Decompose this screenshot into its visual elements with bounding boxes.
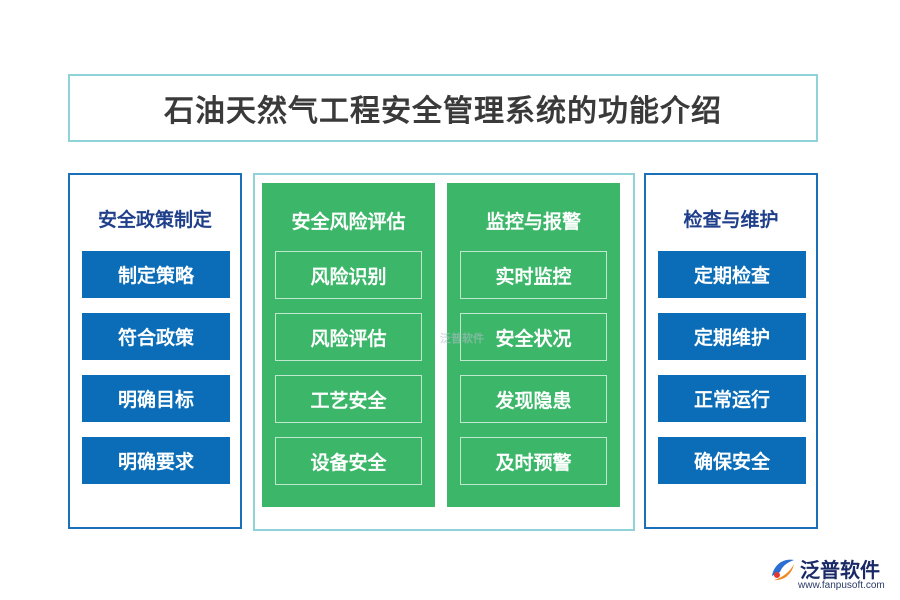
policy-item: 符合政策 — [82, 313, 230, 360]
column-title: 监控与报警 — [485, 211, 581, 233]
panel-title: 检查与维护 — [683, 209, 779, 231]
diagram-title: 石油天然气工程安全管理系统的功能介绍 — [164, 94, 722, 129]
center-panel: 安全风险评估 风险识别 风险评估 工艺安全 设备安全 监控与报警 实时监控 安全… — [253, 173, 635, 531]
risk-item: 风险识别 — [275, 251, 422, 299]
column-title: 安全风险评估 — [291, 211, 406, 233]
title-box: 石油天然气工程安全管理系统的功能介绍 — [68, 74, 818, 142]
fanpu-logo-icon — [772, 559, 794, 581]
maintenance-item: 定期维护 — [658, 313, 806, 360]
inspection-maintenance-panel: 检查与维护 定期检查 定期维护 正常运行 确保安全 — [644, 173, 818, 529]
watermark: 泛普软件 — [440, 332, 484, 345]
panel-title: 安全政策制定 — [97, 209, 212, 231]
risk-item: 设备安全 — [275, 437, 422, 485]
maintenance-item: 正常运行 — [658, 375, 806, 422]
brand-url: www.fanpusoft.com — [798, 580, 885, 591]
monitor-item: 及时预警 — [460, 437, 607, 485]
maintenance-item: 确保安全 — [658, 437, 806, 484]
policy-item: 制定策略 — [82, 251, 230, 298]
brand-logo: 泛普软件 www.fanpusoft.com — [768, 552, 894, 596]
maintenance-item: 定期检查 — [658, 251, 806, 298]
monitor-item: 发现隐患 — [460, 375, 607, 423]
policy-item: 明确要求 — [82, 437, 230, 484]
monitor-item: 安全状况 — [460, 313, 607, 361]
risk-item: 风险评估 — [275, 313, 422, 361]
risk-assessment-column: 安全风险评估 风险识别 风险评估 工艺安全 设备安全 — [262, 183, 435, 507]
monitor-item: 实时监控 — [460, 251, 607, 299]
risk-item: 工艺安全 — [275, 375, 422, 423]
safety-policy-panel: 安全政策制定 制定策略 符合政策 明确目标 明确要求 — [68, 173, 242, 529]
monitor-alarm-column: 监控与报警 实时监控 安全状况 发现隐患 及时预警 — [447, 183, 620, 507]
policy-item: 明确目标 — [82, 375, 230, 422]
brand-name: 泛普软件 — [800, 558, 880, 582]
